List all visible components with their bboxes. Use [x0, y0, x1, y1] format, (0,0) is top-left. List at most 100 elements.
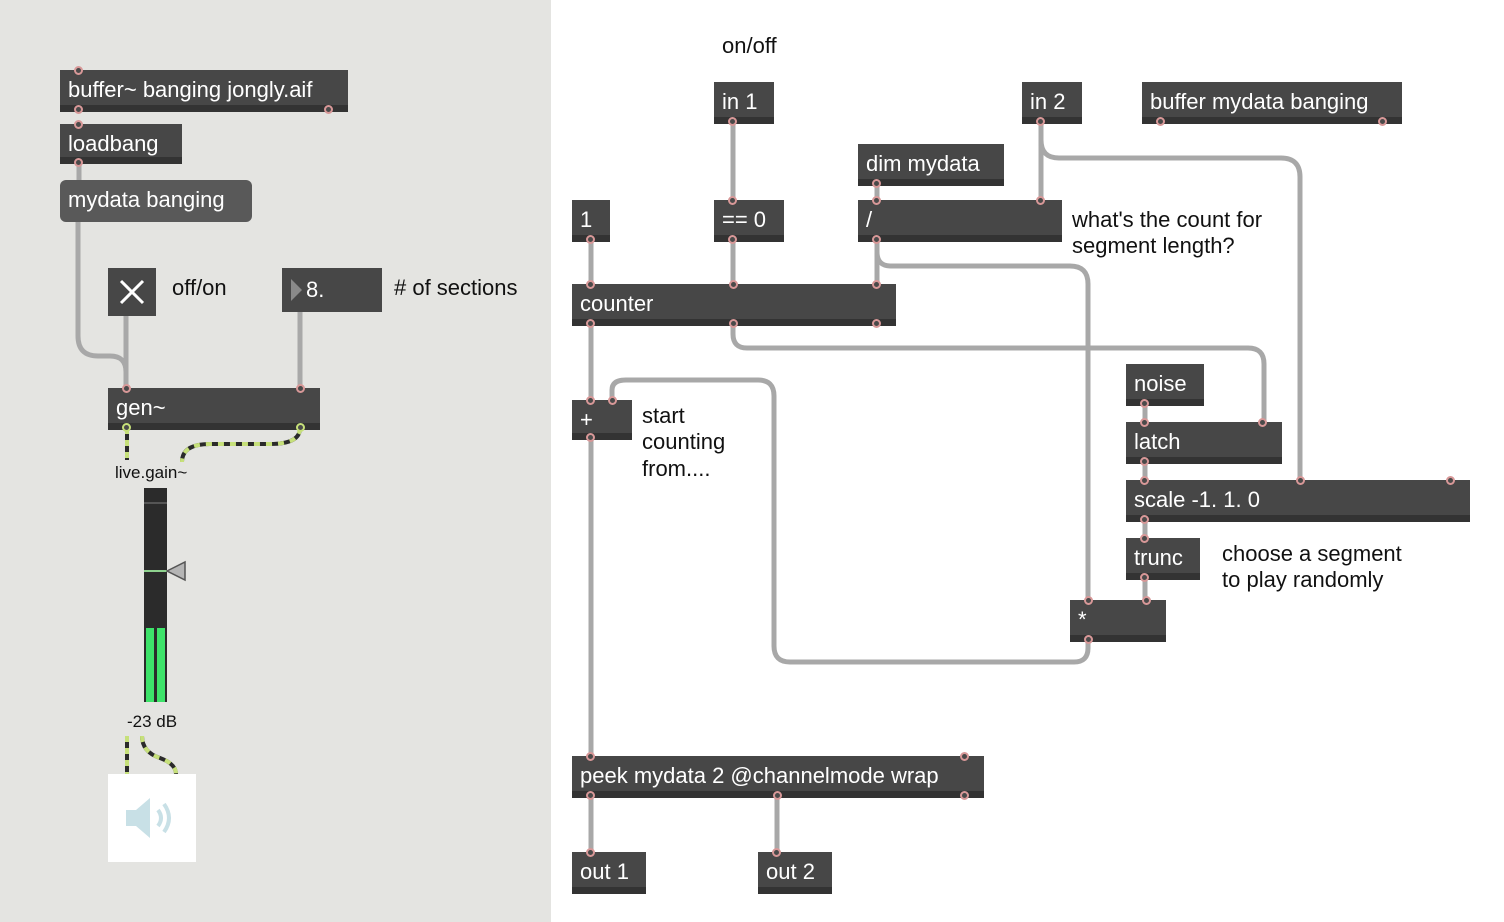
meter-left-level: [146, 628, 154, 702]
inlet[interactable]: [872, 196, 881, 205]
outlet[interactable]: [586, 235, 595, 244]
trunc-label: trunc: [1134, 545, 1183, 570]
inlet[interactable]: [1258, 418, 1267, 427]
start-comment-2: counting: [642, 429, 726, 454]
gain-handle-icon[interactable]: [166, 560, 186, 582]
noise-object[interactable]: noise: [1126, 364, 1204, 408]
out1-object[interactable]: out 1: [572, 848, 646, 894]
inlet[interactable]: [772, 848, 781, 857]
inlet[interactable]: [74, 120, 83, 129]
outlet[interactable]: [1140, 573, 1149, 582]
on-off-comment: on/off: [722, 33, 777, 58]
outlet[interactable]: [729, 319, 738, 328]
outlet[interactable]: [960, 791, 969, 800]
latch-label: latch: [1134, 429, 1181, 454]
sections-number-box[interactable]: 8.: [282, 268, 382, 312]
inlet[interactable]: [586, 280, 595, 289]
live-gain-slider[interactable]: [144, 488, 167, 702]
eq0-object[interactable]: == 0: [714, 196, 784, 244]
outlet[interactable]: [1084, 635, 1093, 644]
on-off-toggle[interactable]: [108, 268, 156, 316]
in1-object[interactable]: in 1: [714, 82, 774, 126]
outlet[interactable]: [296, 423, 305, 432]
divide-label: /: [866, 207, 873, 232]
sections-comment: # of sections: [394, 275, 518, 300]
buffer-mydata-object[interactable]: buffer mydata banging: [1142, 82, 1402, 126]
scale-label: scale -1. 1. 0: [1134, 487, 1260, 512]
start-comment-1: start: [642, 403, 685, 428]
inlet[interactable]: [1446, 476, 1455, 485]
eq0-label: == 0: [722, 207, 767, 232]
inlet[interactable]: [1140, 534, 1149, 543]
inlet[interactable]: [122, 384, 131, 393]
inlet[interactable]: [586, 396, 595, 405]
inlet[interactable]: [1036, 196, 1045, 205]
divide-object[interactable]: /: [858, 196, 1062, 244]
loadbang-object[interactable]: loadbang: [60, 120, 182, 167]
outlet[interactable]: [74, 105, 83, 114]
buffer-jongly-label: buffer~ banging jongly.aif: [68, 77, 313, 102]
inlet[interactable]: [586, 752, 595, 761]
plus-object[interactable]: +: [572, 396, 632, 442]
buffer-jongly-object[interactable]: buffer~ banging jongly.aif: [60, 66, 348, 114]
inlet[interactable]: [729, 280, 738, 289]
in1-label: in 1: [722, 89, 758, 114]
outlet[interactable]: [1140, 399, 1149, 408]
outlet[interactable]: [1378, 117, 1387, 126]
inlet[interactable]: [296, 384, 305, 393]
outlet[interactable]: [1140, 515, 1149, 524]
outlet[interactable]: [872, 319, 881, 328]
outlet[interactable]: [586, 319, 595, 328]
out1-label: out 1: [580, 859, 629, 884]
noise-label: noise: [1134, 371, 1187, 396]
inlet[interactable]: [728, 196, 737, 205]
inlet[interactable]: [608, 396, 617, 405]
outlet[interactable]: [324, 105, 333, 114]
outlet[interactable]: [872, 235, 881, 244]
gen-label: gen~: [116, 395, 166, 420]
plus-label: +: [580, 407, 593, 432]
multiply-object[interactable]: *: [1070, 596, 1166, 644]
outlet[interactable]: [872, 179, 881, 188]
off-on-comment: off/on: [172, 275, 227, 300]
outlet[interactable]: [122, 423, 131, 432]
in2-object[interactable]: in 2: [1022, 82, 1082, 126]
outlet[interactable]: [586, 791, 595, 800]
scale-object[interactable]: scale -1. 1. 0: [1126, 476, 1470, 524]
out2-object[interactable]: out 2: [758, 848, 832, 894]
outlet[interactable]: [773, 791, 782, 800]
one-object[interactable]: 1: [572, 200, 610, 244]
inlet[interactable]: [960, 752, 969, 761]
counter-label: counter: [580, 291, 654, 316]
choose-segment-comment-1: choose a segment: [1222, 541, 1402, 566]
trunc-object[interactable]: trunc: [1126, 534, 1200, 582]
inlet[interactable]: [1296, 476, 1305, 485]
outlet[interactable]: [1036, 117, 1045, 126]
mydata-banging-message[interactable]: mydata banging: [60, 180, 252, 222]
cord-divide-multiply: [874, 237, 1091, 605]
peek-object[interactable]: peek mydata 2 @channelmode wrap: [572, 752, 984, 800]
message-label: mydata banging: [68, 187, 225, 212]
sections-value: 8.: [306, 277, 325, 302]
counter-object[interactable]: counter: [572, 280, 896, 328]
inlet[interactable]: [1140, 418, 1149, 427]
outlet[interactable]: [1140, 457, 1149, 466]
buffer-mydata-label: buffer mydata banging: [1150, 89, 1369, 114]
dim-mydata-object[interactable]: dim mydata: [858, 144, 1004, 188]
inlet[interactable]: [74, 66, 83, 75]
latch-object[interactable]: latch: [1126, 418, 1282, 466]
inlet[interactable]: [1142, 596, 1151, 605]
outlet[interactable]: [728, 117, 737, 126]
inlet[interactable]: [872, 280, 881, 289]
outlet[interactable]: [728, 235, 737, 244]
toggle-x-icon: [119, 279, 145, 305]
outlet[interactable]: [1156, 117, 1165, 126]
inlet[interactable]: [586, 848, 595, 857]
outlet[interactable]: [74, 158, 83, 167]
ezdac-speaker-button[interactable]: [108, 774, 196, 862]
inlet[interactable]: [1140, 476, 1149, 485]
outlet[interactable]: [586, 433, 595, 442]
inlet[interactable]: [1084, 596, 1093, 605]
dim-mydata-label: dim mydata: [866, 151, 980, 176]
gen-object[interactable]: gen~: [108, 384, 320, 432]
